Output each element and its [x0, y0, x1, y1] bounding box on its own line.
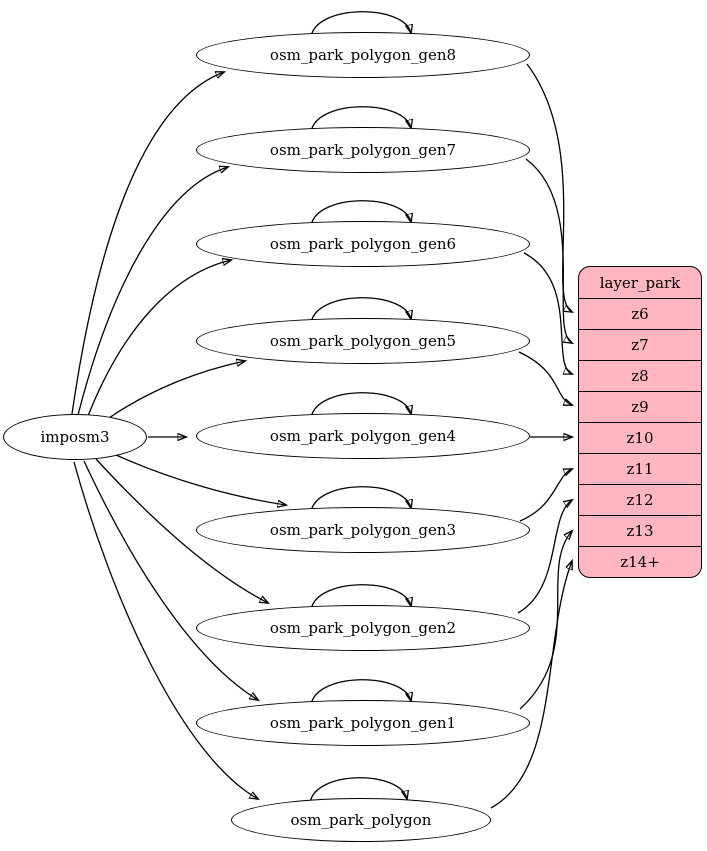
edge-imposm3-gen6: [87, 260, 231, 417]
self-loop-gen7: [310, 106, 411, 133]
layer-park-row-z8: z8: [579, 360, 701, 391]
layer-park-row-z12: z12: [579, 484, 701, 515]
edge-imposm3-gen2: [95, 458, 268, 603]
node-label: osm_park_polygon: [290, 811, 432, 829]
layer-park-row-z6: z6: [579, 298, 701, 329]
self-loop-polygon: [309, 777, 407, 804]
edge-gen8-z6: [526, 63, 572, 312]
edge-imposm3-gen8: [71, 72, 224, 415]
self-loop-gen1: [310, 679, 411, 706]
node-osm-park-polygon-gen3: osm_park_polygon_gen3: [196, 507, 530, 553]
node-label: osm_park_polygon_gen1: [269, 714, 457, 732]
node-label: osm_park_polygon_gen6: [269, 235, 457, 253]
node-label: osm_park_polygon_gen4: [269, 427, 457, 445]
layer-park-table: layer_park z6 z7 z8 z9 z10 z11 z12 z13 z…: [578, 266, 702, 578]
node-label: osm_park_polygon_gen7: [269, 141, 457, 159]
layer-park-title: layer_park: [599, 273, 681, 292]
edge-gen1-z13: [519, 531, 572, 710]
layer-park-row-z13: z13: [579, 515, 701, 546]
edge-imposm3-gen3: [115, 454, 286, 505]
self-loop-gen2: [310, 584, 411, 611]
edge-imposm3-polygon: [73, 461, 258, 799]
layer-park-row-z9: z9: [579, 391, 701, 422]
node-imposm3-label: imposm3: [40, 428, 110, 446]
layer-park-row-z14: z14+: [579, 546, 701, 577]
self-loop-gen4: [310, 392, 411, 419]
edge-imposm3-gen7: [77, 167, 228, 416]
self-loop-gen3: [310, 486, 411, 513]
node-osm-park-polygon-gen5: osm_park_polygon_gen5: [196, 318, 530, 364]
node-imposm3: imposm3: [3, 414, 147, 460]
node-osm-park-polygon-gen7: osm_park_polygon_gen7: [196, 127, 530, 173]
layer-park-header: layer_park: [579, 267, 701, 298]
node-label: osm_park_polygon_gen2: [269, 619, 457, 637]
node-osm-park-polygon-gen8: osm_park_polygon_gen8: [196, 32, 530, 78]
layer-park-row-z7: z7: [579, 329, 701, 360]
layer-park-row-z11: z11: [579, 453, 701, 484]
node-label: osm_park_polygon_gen3: [269, 521, 457, 539]
edge-gen2-z12: [517, 500, 572, 614]
self-loop-gen6: [310, 200, 411, 227]
edge-polygon-z14: [490, 561, 572, 809]
layer-park-row-z10: z10: [579, 422, 701, 453]
edge-gen6-z8: [523, 252, 572, 374]
node-osm-park-polygon-gen6: osm_park_polygon_gen6: [196, 221, 530, 267]
node-label: osm_park_polygon_gen8: [269, 46, 457, 64]
edge-gen7-z7: [525, 158, 572, 343]
edge-gen3-z11: [519, 469, 572, 522]
edge-imposm3-gen5: [105, 361, 245, 421]
edge-gen5-z9: [518, 351, 572, 405]
edge-imposm3-gen1: [83, 460, 258, 700]
node-label: osm_park_polygon_gen5: [269, 332, 457, 350]
node-osm-park-polygon-gen4: osm_park_polygon_gen4: [196, 413, 530, 459]
self-loop-gen5: [310, 297, 411, 324]
node-osm-park-polygon-gen2: osm_park_polygon_gen2: [196, 605, 530, 651]
self-loop-gen8: [310, 11, 411, 38]
node-osm-park-polygon-gen1: osm_park_polygon_gen1: [196, 700, 530, 746]
node-osm-park-polygon: osm_park_polygon: [231, 798, 491, 842]
